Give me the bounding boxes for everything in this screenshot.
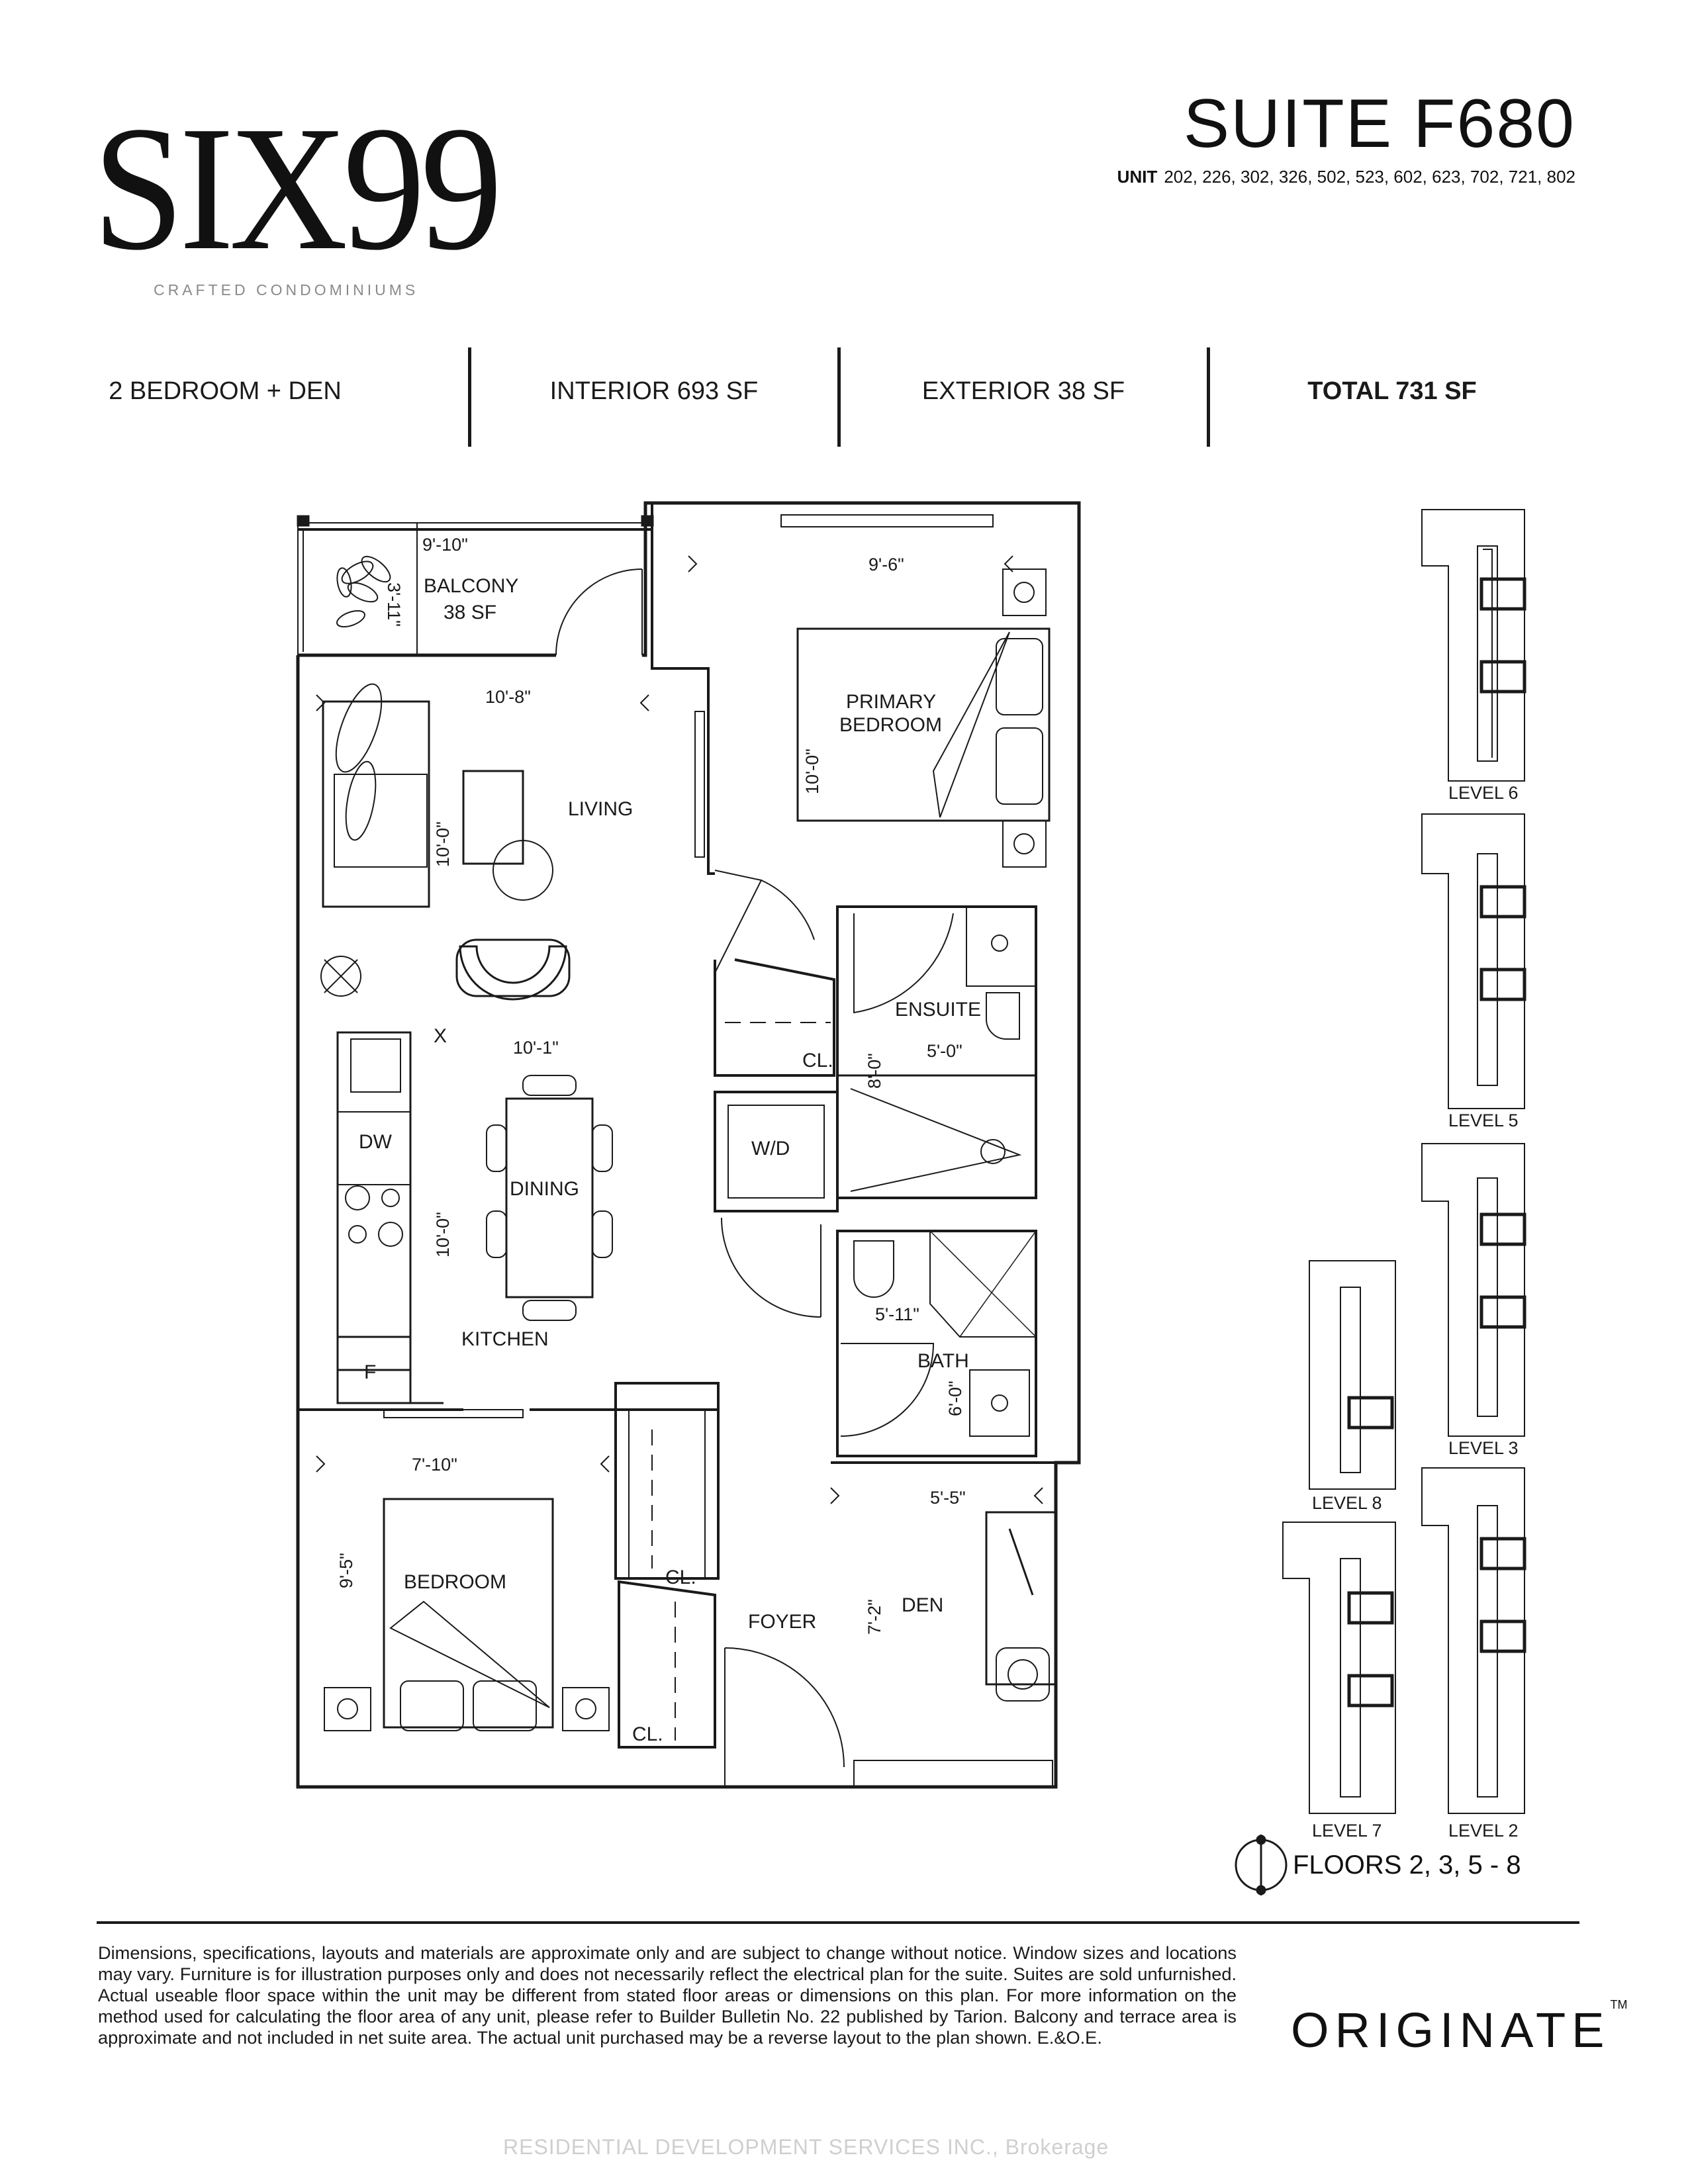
bath-label: BATH <box>917 1350 969 1372</box>
footer-divider <box>97 1921 1579 1924</box>
dimension-label: 10'-0" <box>802 749 822 794</box>
dimension-label: 5'-0" <box>927 1041 962 1061</box>
logo-wordmark: SIX99 <box>93 89 502 287</box>
keyplan-level-7 <box>1282 1522 1396 1814</box>
keyplan-label: LEVEL 7 <box>1312 1821 1382 1841</box>
floors-label: FLOORS 2, 3, 5 - 8 <box>1293 1850 1521 1880</box>
watermark: RESIDENTIAL DEVELOPMENT SERVICES INC., B… <box>503 2135 1109 2159</box>
dining-table <box>505 1097 594 1298</box>
dining-label: DINING <box>510 1178 579 1200</box>
stat-suite-type: 2 BEDROOM + DEN <box>109 377 342 405</box>
keyplan-label: LEVEL 3 <box>1448 1438 1519 1458</box>
brand-logo: ORIGINATETM <box>1291 1998 1628 2058</box>
suite-title: SUITE F680 <box>1183 85 1575 162</box>
unit-list: UNIT 202, 226, 302, 326, 502, 523, 602, 6… <box>1117 167 1575 187</box>
bedroom-bed <box>383 1498 554 1729</box>
dimension-label: 10'-1" <box>513 1038 559 1058</box>
ensuite-label: ENSUITE <box>895 999 981 1021</box>
kitchen-counter <box>336 1031 412 1371</box>
dimension-label: 3'-11" <box>384 582 404 627</box>
trademark-mark: TM <box>1610 1998 1628 2011</box>
x-mark: X <box>434 1025 447 1047</box>
dimension-label: 10'-0" <box>433 821 453 867</box>
stat-divider <box>1207 347 1210 447</box>
disclaimer-text: Dimensions, specifications, layouts and … <box>98 1942 1237 2048</box>
stat-divider <box>468 347 471 447</box>
keyplan-label: LEVEL 2 <box>1448 1821 1519 1841</box>
keyplan-level-8 <box>1309 1260 1396 1490</box>
dimension-label: 5'-11" <box>875 1304 919 1324</box>
balcony-area-label: 38 SF <box>444 602 496 623</box>
keyplan-level-3 <box>1421 1143 1526 1437</box>
brand-name: ORIGINATE <box>1291 2003 1611 2058</box>
floor-plan: BALCONY 38 SF LIVING PRIMARY BEDROOM ENS… <box>296 501 1526 1895</box>
foyer-label: FOYER <box>748 1611 816 1633</box>
dimension-label: 9'-6" <box>868 555 904 574</box>
closet-label: CL. <box>802 1050 833 1071</box>
closet-label: CL. <box>665 1567 696 1588</box>
keyplan-label: LEVEL 6 <box>1448 783 1519 803</box>
dimension-label: 10'-0" <box>433 1212 453 1257</box>
dimension-label: 5'-5" <box>930 1488 966 1508</box>
dimension-label: 8'-0" <box>865 1053 884 1089</box>
den-label: DEN <box>902 1594 943 1616</box>
fridge-label: F <box>364 1361 376 1383</box>
unit-numbers: 202, 226, 302, 326, 502, 523, 602, 623, … <box>1164 167 1575 187</box>
balcony-label: BALCONY <box>424 575 518 597</box>
closet-label: CL. <box>632 1723 663 1745</box>
primary-bedroom-label: BEDROOM <box>839 714 942 736</box>
keyplan-level-2 <box>1421 1467 1526 1814</box>
stat-divider <box>837 347 841 447</box>
dimension-label: 6'-0" <box>945 1381 965 1416</box>
plant-icon <box>336 555 391 628</box>
living-label: LIVING <box>568 798 633 820</box>
dimension-label: 9'-10" <box>422 535 468 555</box>
washer-dryer-label: W/D <box>751 1138 790 1160</box>
den-desk <box>985 1511 1057 1686</box>
compass-icon <box>1235 1835 1288 1895</box>
dimension-label: 9'-5" <box>336 1553 356 1588</box>
keyplan-label: LEVEL 8 <box>1312 1493 1382 1513</box>
dimension-label: 7'-10" <box>412 1455 457 1475</box>
dimension-label: 7'-2" <box>865 1599 884 1635</box>
primary-bedroom-label: PRIMARY <box>846 691 936 713</box>
keyplan-label: LEVEL 5 <box>1448 1111 1519 1130</box>
keyplan-level-6 <box>1421 509 1526 782</box>
dimension-label: 10'-8" <box>485 687 531 707</box>
stat-interior: INTERIOR 693 SF <box>549 377 759 405</box>
logo-tagline: CRAFTED CONDOMINIUMS <box>154 281 419 298</box>
stat-exterior: EXTERIOR 38 SF <box>921 377 1125 405</box>
sofa <box>322 700 430 908</box>
unit-label: UNIT <box>1117 167 1158 187</box>
bedroom-label: BEDROOM <box>404 1571 506 1593</box>
keyplan-level-5 <box>1421 813 1526 1109</box>
primary-bed <box>796 627 1051 822</box>
kitchen-label: KITCHEN <box>461 1328 549 1350</box>
stat-total: TOTAL 731 SF <box>1307 377 1477 405</box>
dishwasher-label: DW <box>359 1131 393 1153</box>
